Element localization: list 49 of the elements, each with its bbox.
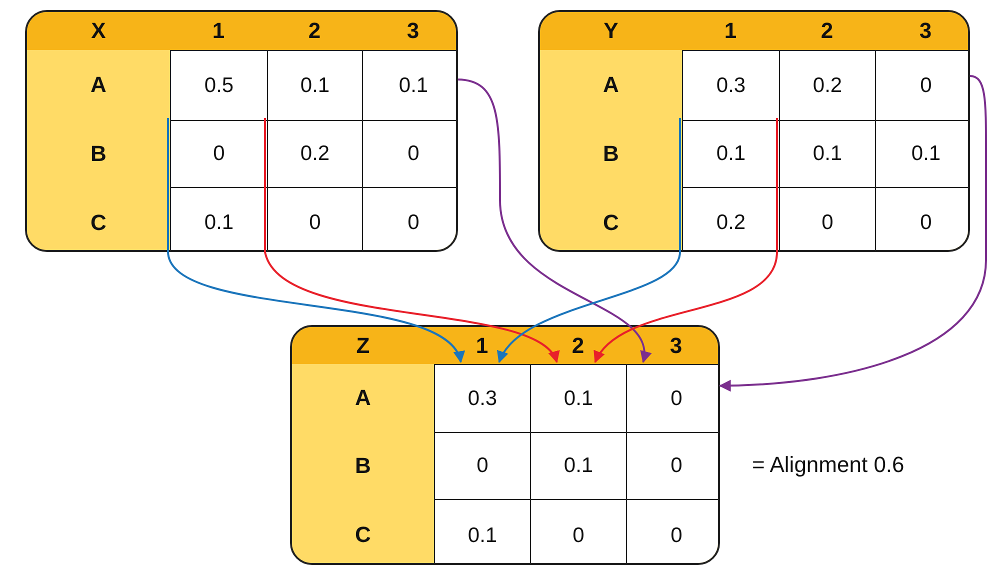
result-note: = Alignment 0.6 [752,452,904,478]
matrix-name: Y [540,12,682,50]
column-header: 1 [434,327,530,364]
matrix-cell: 0 [362,120,456,187]
matrix-cell: 0.1 [530,432,626,499]
matrix-name: X [27,12,170,50]
arrow [458,78,650,364]
column-header: 3 [875,12,968,50]
matrix-cell: 0.1 [362,50,456,120]
matrix-table [290,325,720,565]
column-header: 3 [362,12,456,50]
matrix-cell: 0.1 [682,120,779,187]
matrix-cell: 0.2 [779,50,875,120]
matrix-cell: 0.2 [267,120,362,187]
column-header: 3 [626,327,718,364]
matrix-cell: 0 [434,432,530,499]
matrix-cell: 0.1 [530,364,626,432]
column-header: 1 [682,12,779,50]
matrix-table [538,10,970,252]
arrow [264,118,558,363]
arrow [498,118,681,364]
matrix-cell: 0 [779,187,875,250]
matrix-cell: 0.1 [875,120,968,187]
matrix-cell: 0 [267,187,362,250]
column-header: 2 [267,12,362,50]
column-header: 1 [170,12,267,50]
arrow [167,118,462,364]
matrix-cell: 0.1 [170,187,267,250]
matrix-cell: 0.5 [170,50,267,120]
matrix-cell: 0.1 [434,499,530,563]
matrix-cell: 0 [170,120,267,187]
matrix-cell: 0 [626,499,718,563]
arrow [594,118,778,364]
column-header: 2 [779,12,875,50]
matrix-cell: 0.1 [779,120,875,187]
column-header: 2 [530,327,626,364]
matrix-cell: 0.3 [434,364,530,432]
arrow [718,75,987,392]
matrix-cell: 0.1 [267,50,362,120]
matrix-cell: 0 [875,187,968,250]
matrix-cell: 0.3 [682,50,779,120]
matrix-name: Z [292,327,434,364]
matrix-cell: 0 [362,187,456,250]
matrix-cell: 0 [530,499,626,563]
matrix-cell: 0 [875,50,968,120]
matrix-cell: 0 [626,364,718,432]
matrix-table [25,10,458,252]
matrix-cell: 0 [626,432,718,499]
matrix-cell: 0.2 [682,187,779,250]
